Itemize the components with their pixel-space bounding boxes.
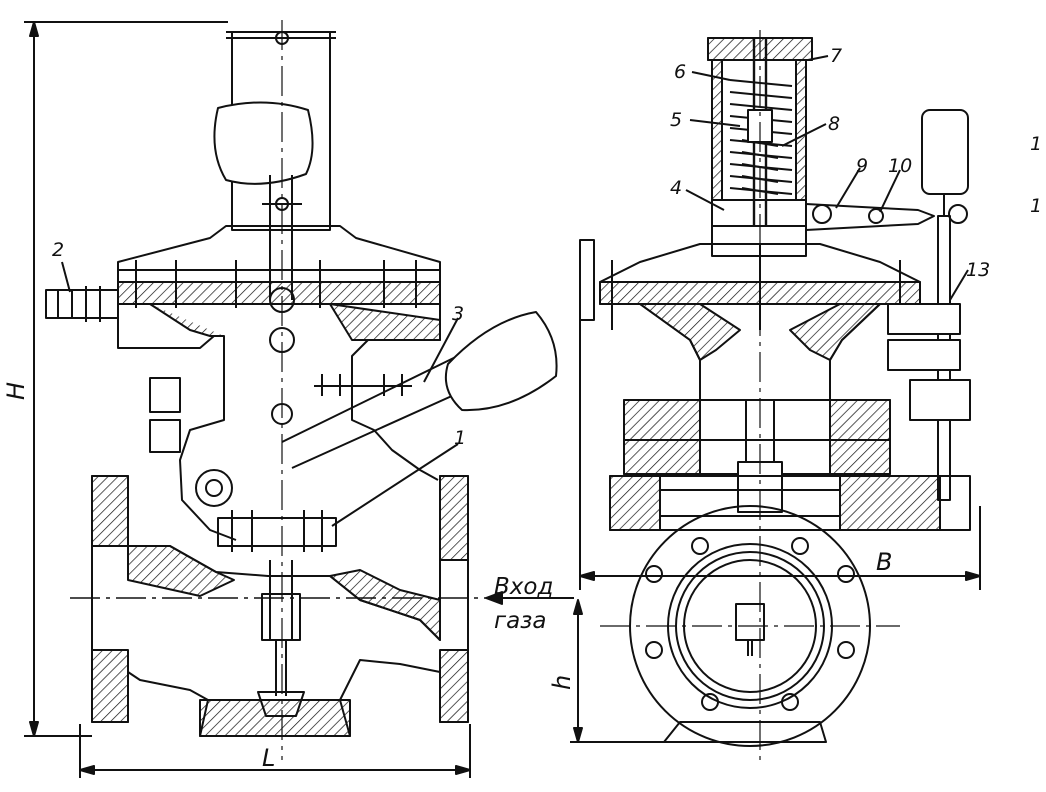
- lever-3: [281, 349, 475, 469]
- label-2: 2: [52, 239, 64, 261]
- impulse-fitting: [45, 289, 119, 319]
- right-front-view: [570, 30, 981, 760]
- dim-h-line: [570, 600, 664, 743]
- label-10: 10: [888, 155, 912, 177]
- label-7: 7: [830, 45, 842, 67]
- flow-label-gas: газа: [494, 608, 547, 634]
- valve-seat: [217, 517, 337, 547]
- valve-stem: [269, 560, 293, 696]
- dim-H-label: H: [2, 382, 30, 400]
- label-12: 1: [1030, 195, 1042, 217]
- flow-label-inlet: Вход: [494, 574, 553, 600]
- label-3: 3: [452, 303, 464, 325]
- left-section-view: [24, 20, 574, 778]
- float-11: [921, 109, 969, 195]
- dim-h-label: h: [548, 675, 576, 690]
- dim-B-label: B: [876, 548, 892, 576]
- label-4: 4: [670, 177, 682, 199]
- part-labels: 2 3 1 4 5 6 7 8 9 10 1 1 13: [52, 45, 1042, 449]
- label-1: 1: [454, 427, 466, 449]
- lever-9: [805, 203, 935, 231]
- dimension-labels: H L B h: [2, 382, 892, 772]
- diaphragm-cover: [117, 225, 441, 283]
- label-11: 1: [1030, 133, 1042, 155]
- label-8: 8: [828, 113, 840, 135]
- dim-L-label: L: [262, 744, 275, 772]
- label-5: 5: [670, 109, 682, 131]
- label-13: 13: [966, 259, 990, 281]
- label-6: 6: [674, 61, 686, 83]
- label-9: 9: [856, 155, 868, 177]
- base-plate: [663, 721, 827, 743]
- upper-weight: [213, 101, 314, 185]
- flow-annotation: Вход газа: [494, 574, 553, 634]
- vertical-rod: [269, 175, 293, 300]
- lower-weight: [444, 311, 558, 412]
- dim-H-line: [24, 21, 228, 737]
- diaphragm-flange: [117, 281, 441, 305]
